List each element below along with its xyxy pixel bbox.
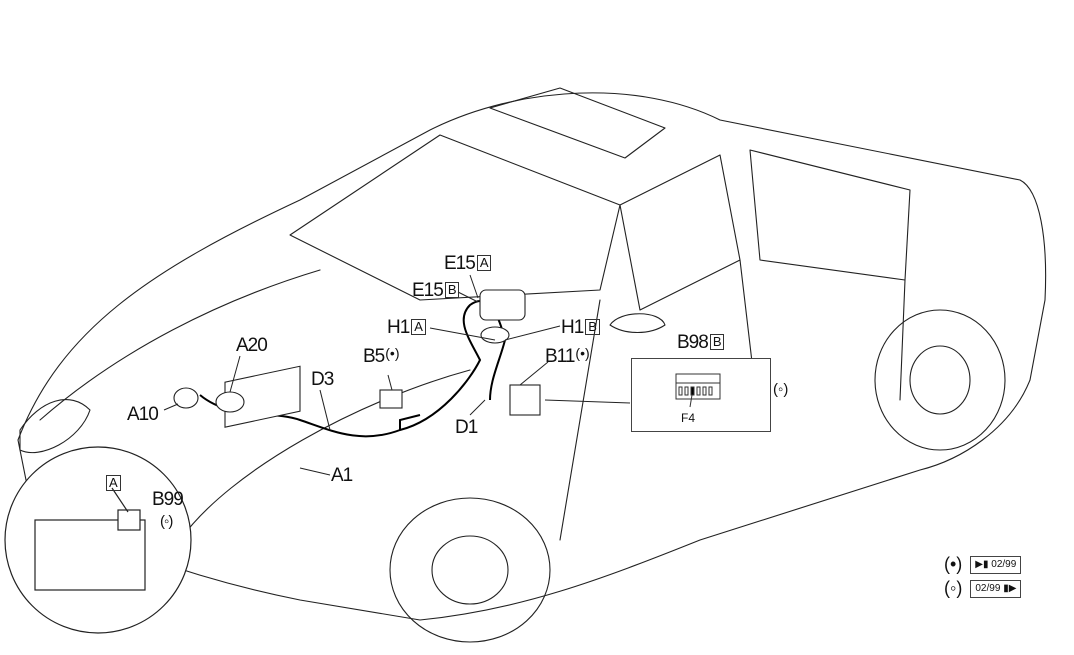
label-symbol: (•) xyxy=(385,345,400,361)
a20-component xyxy=(215,391,245,413)
hood-line xyxy=(39,269,321,421)
b11-switch xyxy=(509,384,541,416)
rear-side-window xyxy=(749,149,911,281)
label-id: B11 xyxy=(545,346,575,367)
from-icon: ▮▶ xyxy=(1003,582,1017,594)
label-id: A20 xyxy=(236,335,268,356)
rear-wheel-hub xyxy=(909,345,971,415)
fuse-label-f4: F4 xyxy=(681,411,696,425)
label-tag: B xyxy=(585,319,600,335)
label-id: D3 xyxy=(311,369,334,390)
label-id: B98 xyxy=(677,332,709,353)
door-line-2 xyxy=(899,279,906,401)
b5-module xyxy=(379,389,403,409)
label-id: D1 xyxy=(455,417,478,438)
h1-component xyxy=(480,326,510,344)
label-id: H1 xyxy=(387,317,410,338)
fuse-block-icon xyxy=(675,373,721,408)
label-id: A1 xyxy=(331,465,353,486)
label-tag: B xyxy=(444,282,460,298)
label-b99: B99 xyxy=(152,489,184,510)
legend-symbol: (•) xyxy=(944,554,963,574)
label-id: E15 xyxy=(412,280,444,301)
up-to-icon: ▶▮ xyxy=(975,558,989,570)
label-id: A10 xyxy=(127,404,159,425)
fuse-inset-symbol: (◦) xyxy=(773,381,789,398)
legend-row-up-to: (•) ▶▮ 02/99 xyxy=(944,554,1022,575)
legend-date-box: 02/99 ▮▶ xyxy=(970,579,1022,598)
legend-symbol: (◦) xyxy=(944,578,963,598)
legend-date-box: ▶▮ 02/99 xyxy=(970,555,1022,574)
side-mirror xyxy=(609,313,666,334)
label-b11: B11(•) xyxy=(545,346,590,366)
label-a20: A20 xyxy=(236,335,268,356)
a10-component xyxy=(173,387,199,409)
e15-motor xyxy=(479,289,526,321)
label-id: H1 xyxy=(561,317,584,338)
headlight xyxy=(19,399,91,454)
label-tag: B xyxy=(709,334,725,350)
label-id: B5 xyxy=(363,346,385,367)
label-battery-connector-a: A xyxy=(104,474,121,493)
windshield xyxy=(289,134,621,301)
label-tag: A xyxy=(106,475,121,491)
label-tag: A xyxy=(476,255,492,271)
legend-row-from: (◦) 02/99 ▮▶ xyxy=(944,578,1022,599)
battery-inset-connector xyxy=(117,509,141,531)
fuse-box-inset: F4 xyxy=(631,358,771,432)
label-b99-symbol: (◦) xyxy=(160,513,173,530)
front-wheel xyxy=(389,497,551,643)
label-a10: A10 xyxy=(127,404,159,425)
wiring-branch xyxy=(399,414,421,430)
label-d3: D3 xyxy=(311,369,334,390)
battery-inset-body xyxy=(34,519,146,591)
car-body-outline xyxy=(17,92,1047,621)
label-a1: A1 xyxy=(331,465,353,486)
hood-line-2 xyxy=(179,369,471,541)
label-id: E15 xyxy=(444,253,476,274)
front-side-window xyxy=(619,154,741,311)
rear-wheel xyxy=(874,309,1006,451)
label-b5: B5(•) xyxy=(363,346,399,366)
legend-date: 02/99 xyxy=(975,582,1001,594)
label-id: B99 xyxy=(152,489,184,510)
sunroof xyxy=(489,87,666,159)
label-symbol: (•) xyxy=(575,345,590,361)
label-tag: A xyxy=(411,319,426,335)
door-front-edge xyxy=(559,299,601,541)
front-wheel-hub xyxy=(431,535,509,605)
legend-date: 02/99 xyxy=(991,558,1017,570)
label-d1: D1 xyxy=(455,417,478,438)
